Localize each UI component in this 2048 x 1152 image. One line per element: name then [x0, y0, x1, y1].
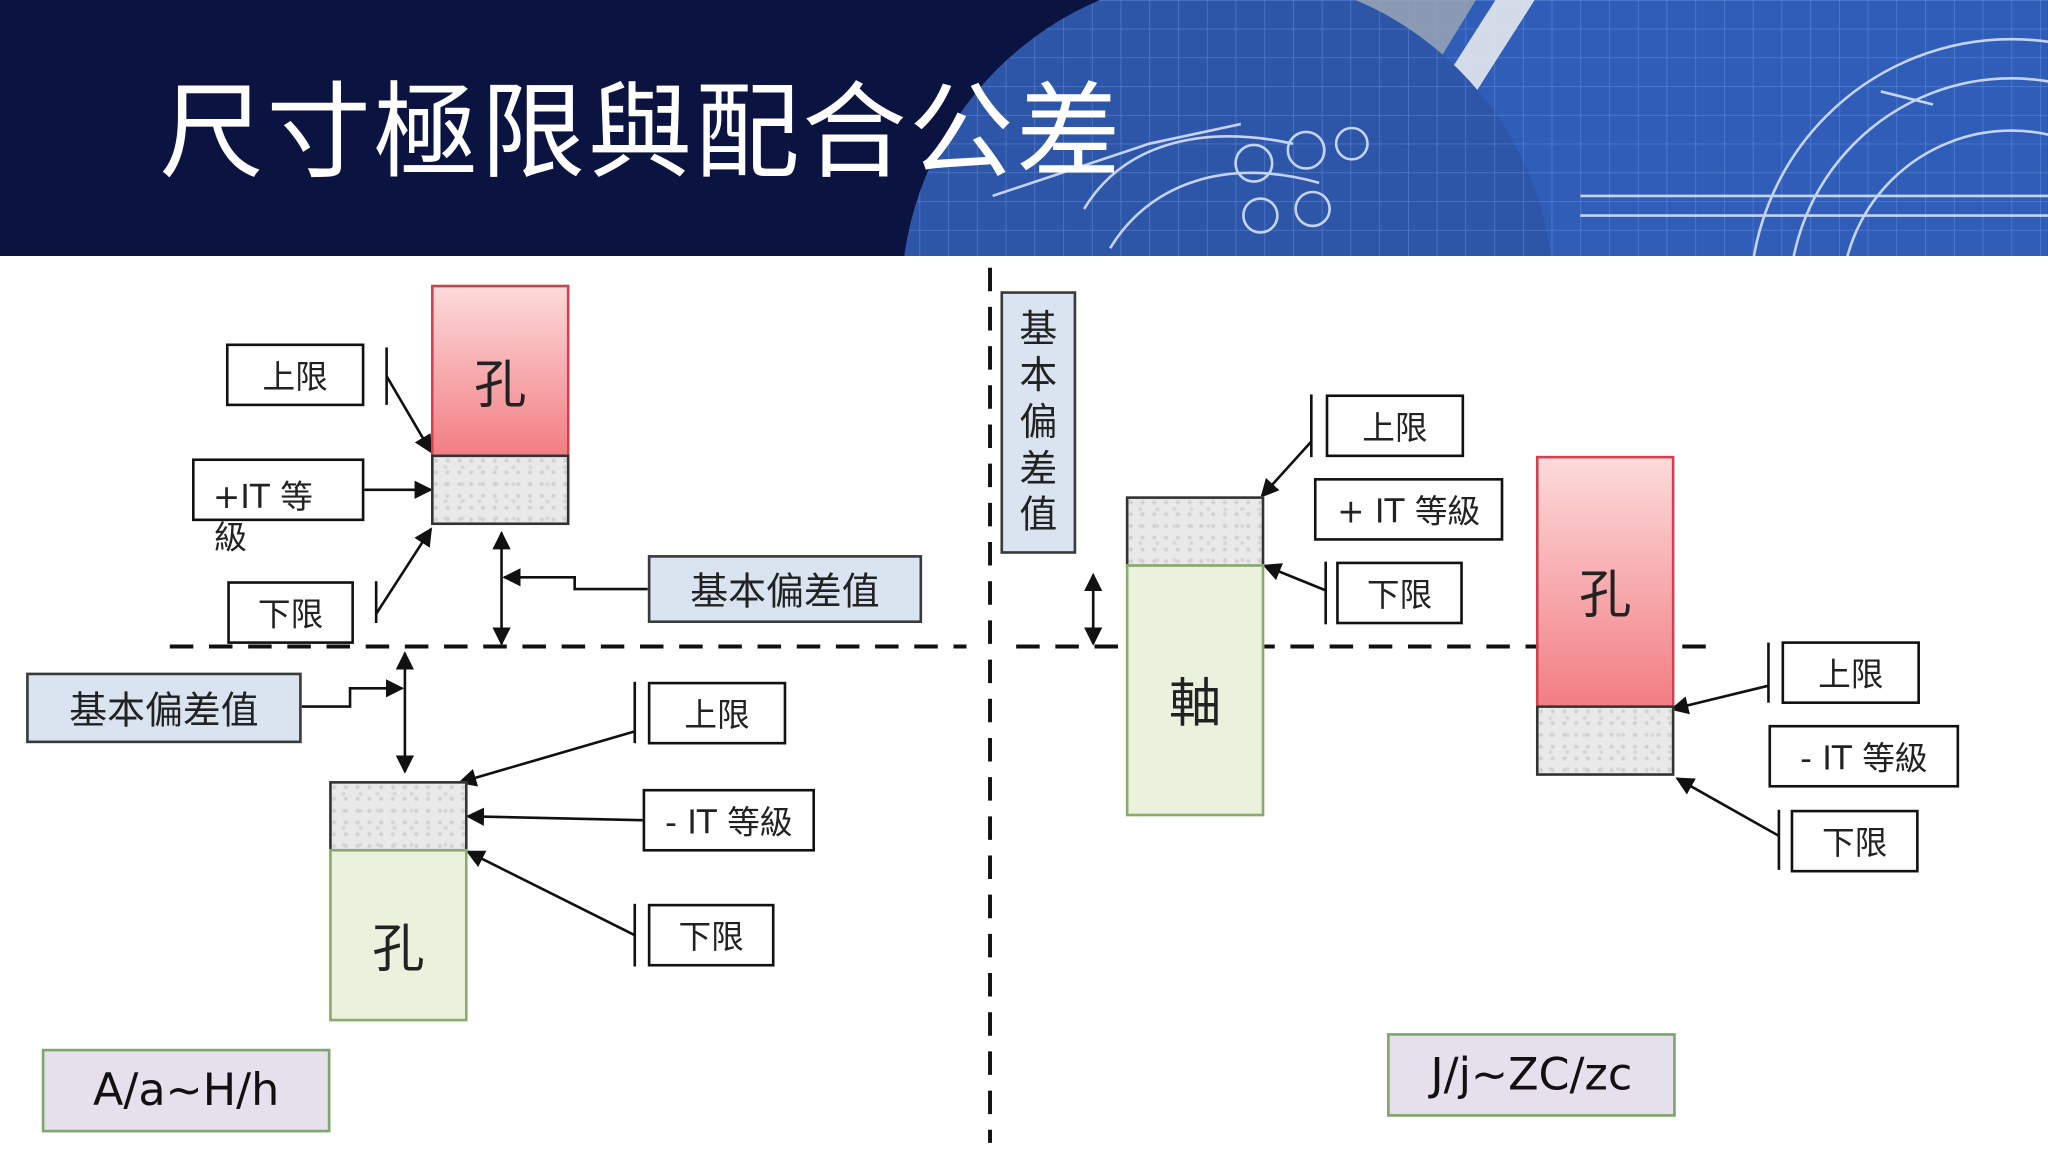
- it-grade-zone: [329, 781, 468, 852]
- hole-label: 孔: [474, 355, 527, 416]
- page-title: 尺寸極限與配合公差: [159, 71, 1124, 194]
- header-banner: 尺寸極限與配合公差: [0, 0, 2048, 256]
- plus-it-grade-label: +IT 等: [191, 458, 365, 522]
- range-label-right: J/j~ZC/zc: [1387, 1033, 1676, 1117]
- hole-block: [1535, 455, 1675, 708]
- lower-limit-label: 下限: [227, 581, 354, 644]
- hole-lower-block: [329, 848, 468, 1022]
- lower-limit-label: 下限: [1790, 809, 1919, 873]
- upper-limit-label: 上限: [647, 681, 787, 745]
- minus-it-grade-label: - IT 等級: [642, 788, 816, 852]
- it-grade-zone: [1535, 705, 1675, 776]
- fundamental-deviation-vertical-label: 基 本 偏 差 值: [1000, 291, 1077, 554]
- lower-limit-label: 下限: [647, 903, 775, 967]
- fundamental-deviation-label: 基本偏差值: [26, 672, 302, 744]
- upper-limit-label: 上限: [1781, 641, 1920, 704]
- lower-limit-label: 下限: [1336, 561, 1463, 625]
- plus-it-grade-label-overflow: 級: [214, 518, 247, 557]
- it-grade-zone: [431, 454, 570, 526]
- it-grade-zone: [1125, 496, 1265, 567]
- shaft-label: 軸: [1168, 673, 1222, 735]
- plus-it-grade-label: + IT 等級: [1313, 478, 1504, 541]
- range-label-left: A/a~H/h: [41, 1048, 331, 1133]
- fundamental-deviation-label: 基本偏差值: [647, 555, 923, 624]
- upper-limit-label: 上限: [1325, 394, 1465, 458]
- hole-label: 孔: [1579, 565, 1632, 626]
- hole-label: 孔: [372, 919, 425, 980]
- upper-limit-label: 上限: [225, 343, 365, 407]
- minus-it-grade-label: - IT 等級: [1768, 724, 1960, 788]
- blueprint-background-icon: [904, 0, 2048, 256]
- shaft-block: [1125, 564, 1265, 817]
